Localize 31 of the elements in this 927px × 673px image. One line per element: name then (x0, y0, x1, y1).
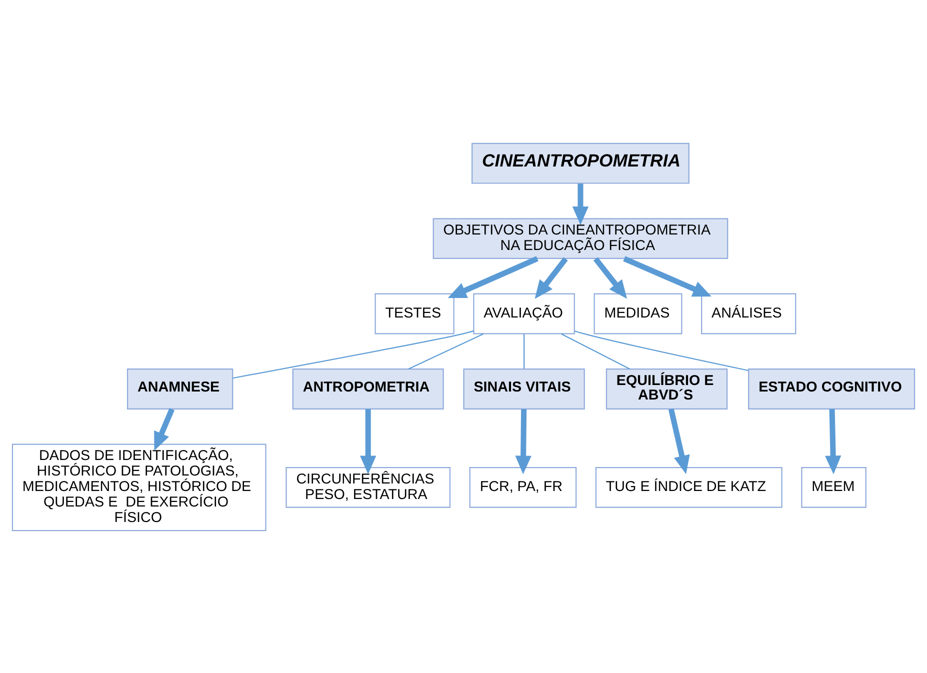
connector (560, 332, 630, 369)
arrow (668, 408, 690, 474)
arrow (154, 408, 174, 450)
node-box: AVALIAÇÃO (473, 292, 575, 334)
connector (408, 332, 484, 369)
connector (574, 330, 748, 371)
node-box: ESTADO COGNITIVO (748, 368, 916, 409)
node-box: MEEM (801, 466, 866, 508)
node-box: FCR, PA, FR (469, 466, 577, 508)
node-box: CIRCUNFERÊNCIAS PESO, ESTATURA (286, 466, 450, 508)
connector (524, 334, 525, 368)
connector (232, 330, 474, 378)
node-box: TUG E ÍNDICE DE KATZ (595, 466, 782, 508)
arrow (572, 183, 589, 225)
node-box: ANAMNESE (126, 368, 234, 409)
node-box: TESTES (374, 292, 454, 334)
node-box: ANÁLISES (701, 292, 796, 334)
arrow (623, 256, 712, 296)
arrow (593, 256, 628, 298)
node-box: CINEANTROPOMETRIA (472, 142, 690, 184)
node-box: MEDIDAS (594, 292, 682, 334)
node-box: OBJETIVOS DA CINEANTROPOMETRIA NA EDUCAÇÃO FÍSICA (432, 218, 728, 259)
arrow (360, 408, 376, 474)
node-box: ANTROPOMETRIA (292, 368, 444, 409)
node-box: EQUILÍBRIO E ABVD´S (606, 368, 728, 409)
node-box: SINAIS VITAIS (463, 368, 585, 409)
arrow (534, 256, 568, 298)
arrow (824, 408, 842, 474)
node-box: DADOS DE IDENTIFICAÇÃO, HISTÓRICO DE PATOLOGIAS, MEDICAMENTOS, HISTÓRICO DE QUEDAS E DE EXERCÍCIO FÍSICO (12, 443, 266, 531)
arrow (448, 256, 538, 298)
arrow (515, 408, 532, 474)
